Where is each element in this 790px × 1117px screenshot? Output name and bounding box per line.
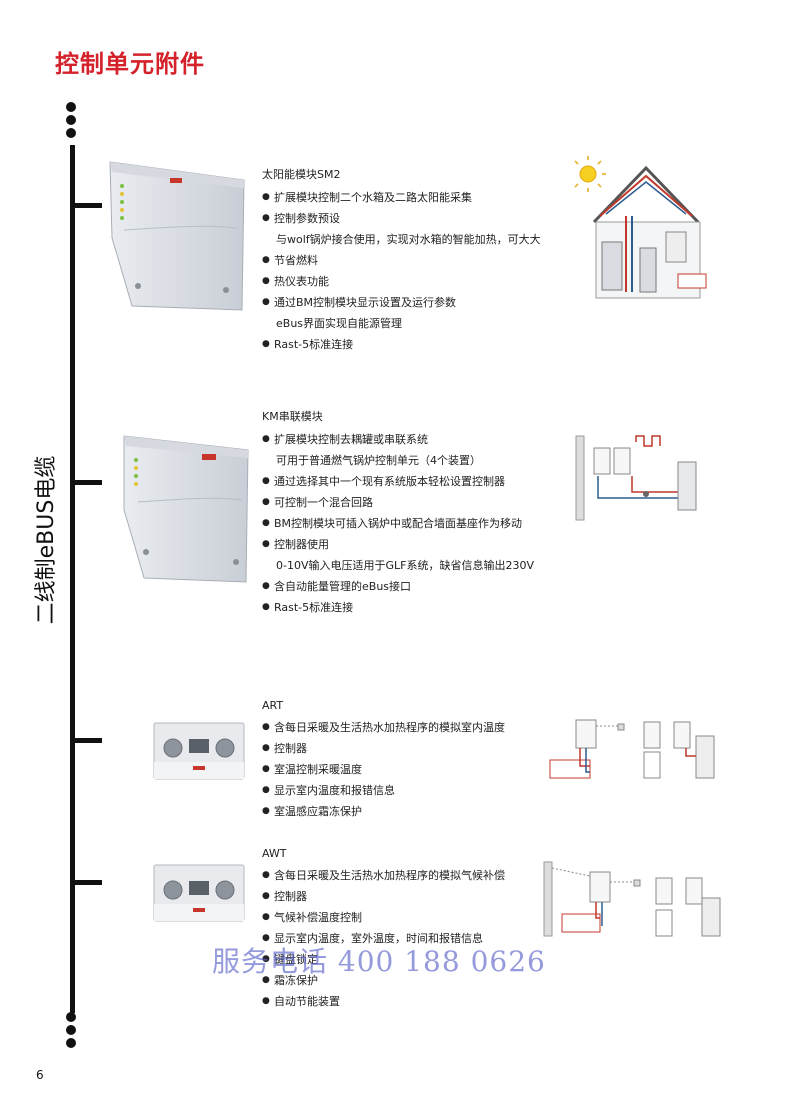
list-item: 控制器 xyxy=(262,738,572,759)
branch-km xyxy=(72,480,102,485)
bottom-dots xyxy=(66,1012,78,1051)
ebus-line xyxy=(70,145,75,1013)
page-number: 6 xyxy=(36,1068,44,1082)
section-title: ART xyxy=(262,699,284,712)
list-item: 含每日采暖及生活热水加热程序的模拟室内温度 xyxy=(262,717,572,738)
page-title: 控制单元附件 xyxy=(55,50,205,78)
bullet-list: 含每日采暖及生活热水加热程序的模拟室内温度控制器室温控制采暖温度显示室内温度和报… xyxy=(262,717,572,822)
section-title: 太阳能模块SM2 xyxy=(262,168,341,181)
list-item: 控制器使用 xyxy=(262,534,572,555)
solar-system-diagram xyxy=(574,156,707,299)
sm2-module-image xyxy=(109,161,245,311)
art-system-diagram xyxy=(549,719,715,779)
list-item: 控制参数预设 xyxy=(262,208,572,229)
section-sm2: 太阳能模块SM2 扩展模块控制二个水箱及二路太阳能采集控制参数预设与wolf锅炉… xyxy=(262,166,572,355)
list-item: 室温感应霜冻保护 xyxy=(262,801,572,822)
list-item: 霜冻保护 xyxy=(262,970,572,991)
list-item: 自动节能装置 xyxy=(262,991,572,1012)
list-item: 可控制一个混合回路 xyxy=(262,492,572,513)
list-item: 热仪表功能 xyxy=(262,271,572,292)
km-module-image xyxy=(123,435,249,583)
list-item: 气候补偿温度控制 xyxy=(262,907,572,928)
awt-system-diagram xyxy=(543,861,721,937)
list-item: 与wolf锅炉接合使用，实现对水箱的智能加热，可大大 xyxy=(276,233,541,246)
list-item: Rast-5标准连接 xyxy=(262,334,572,355)
section-title: KM串联模块 xyxy=(262,410,323,423)
awt-controller-image xyxy=(153,864,245,922)
list-item: 扩展模块控制去耦罐或串联系统 xyxy=(262,429,572,450)
list-item: BM控制模块可插入锅炉中或配合墙面基座作为移动 xyxy=(262,513,572,534)
list-item: 通过选择其中一个现有系统版本轻松设置控制器 xyxy=(262,471,572,492)
list-item: 含自动能量管理的eBus接口 xyxy=(262,576,572,597)
list-item: 节省燃料 xyxy=(262,250,572,271)
list-item: 键盘锁定 xyxy=(262,949,572,970)
top-dots xyxy=(66,102,78,141)
branch-awt xyxy=(72,880,102,885)
list-item: eBus界面实现自能源管理 xyxy=(276,317,403,330)
km-system-diagram xyxy=(575,435,697,521)
section-title: AWT xyxy=(262,847,287,860)
branch-sm2 xyxy=(72,203,102,208)
list-item: 0-10V输入电压适用于GLF系统，缺省信息输出230V xyxy=(276,559,534,572)
side-label: 二线制eBUS电缆 xyxy=(34,455,59,625)
section-art: ART 含每日采暖及生活热水加热程序的模拟室内温度控制器室温控制采暖温度显示室内… xyxy=(262,699,572,822)
section-awt: AWT 含每日采暖及生活热水加热程序的模拟气候补偿控制器气候补偿温度控制显示室内… xyxy=(262,847,572,1012)
section-km: KM串联模块 扩展模块控制去耦罐或串联系统可用于普通燃气锅炉控制单元（4个装置）… xyxy=(262,408,572,618)
list-item: 显示室内温度和报错信息 xyxy=(262,780,572,801)
list-item: Rast-5标准连接 xyxy=(262,597,572,618)
list-item: 显示室内温度，室外温度，时间和报错信息 xyxy=(262,928,572,949)
list-item: 室温控制采暖温度 xyxy=(262,759,572,780)
list-item: 扩展模块控制二个水箱及二路太阳能采集 xyxy=(262,187,572,208)
bullet-list: 含每日采暖及生活热水加热程序的模拟气候补偿控制器气候补偿温度控制显示室内温度，室… xyxy=(262,865,572,1012)
art-controller-image xyxy=(153,722,245,780)
bullet-list: 扩展模块控制二个水箱及二路太阳能采集控制参数预设与wolf锅炉接合使用，实现对水… xyxy=(262,187,572,355)
watermark: 服务电话 400 188 0626 xyxy=(212,945,546,978)
list-item: 控制器 xyxy=(262,886,572,907)
list-item: 含每日采暖及生活热水加热程序的模拟气候补偿 xyxy=(262,865,572,886)
list-item: 通过BM控制模块显示设置及运行参数 xyxy=(262,292,572,313)
branch-art xyxy=(72,738,102,743)
list-item: 可用于普通燃气锅炉控制单元（4个装置） xyxy=(276,454,481,467)
